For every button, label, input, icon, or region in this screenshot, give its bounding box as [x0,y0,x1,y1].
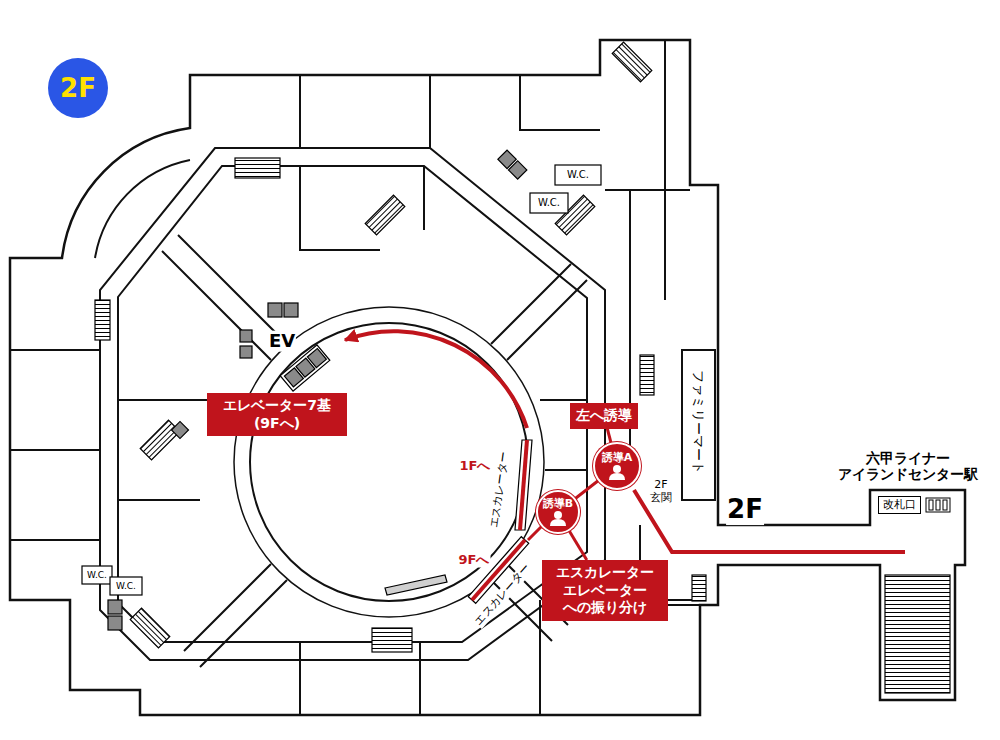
node-text: 左へ誘導 [576,407,632,425]
person-icon [613,465,621,473]
stairs [95,300,110,340]
stairs [140,420,180,460]
guide-connector [569,531,587,560]
stairs [640,355,654,395]
stairs [95,42,950,693]
building-wall [300,75,600,250]
elevator-symbol [508,161,526,179]
node-text: エスカレーター エレベーター への振り分け [548,564,662,617]
elevator-symbol [284,303,298,317]
elevator-label: EV [268,331,296,352]
escalator-label: エスカレーター [488,450,512,530]
building-wall [10,350,100,540]
elevator-symbol [498,150,527,179]
guide-connector [575,481,598,499]
node-text: 誘導B [543,498,573,510]
toilet-room [555,165,601,185]
elevator-symbol [108,600,122,614]
gate-box: 改札口 [878,496,921,514]
stairs [885,575,950,693]
person-icon [554,511,562,519]
toilet-room [82,165,601,595]
ticket-gate [926,498,950,512]
node-text: 改札口 [883,498,916,512]
escalator [515,440,532,530]
ticket-gate [926,498,950,512]
building-wall [250,323,528,601]
building-wall [234,307,544,617]
toilet-room [530,193,568,213]
guide-route [520,440,527,530]
elevator-symbol [172,422,189,439]
guide-route [528,526,542,540]
elevator-symbol [240,346,252,358]
toilet-room [82,566,112,584]
escalator-label: エスカレーター [472,561,534,629]
guide-route [345,331,527,428]
node-text: 誘導A [602,452,633,464]
room-label: W.C. [115,581,137,591]
building-wall [118,400,587,500]
elevator-symbol [108,150,527,630]
stairs [612,42,652,82]
building-wall [184,564,287,667]
building-wall [10,40,965,715]
building-wall [118,166,587,642]
ticket-gate [929,500,933,510]
building-wall [10,40,965,715]
building-wall [100,148,605,660]
guide-connector [607,429,611,443]
elevator-symbol [280,345,330,391]
entrance-label: 2F 玄関 [647,479,675,504]
person-icon [609,473,625,480]
guide-marker: 誘導A [593,442,641,490]
stairs [372,628,412,652]
stairs [692,575,706,601]
ticket-gate [936,500,940,510]
elevator-symbol [108,616,122,630]
callout-box: エスカレーター エレベーター への振り分け [542,560,668,621]
direction-label: 9Fへ [458,553,491,568]
direction-label: 1Fへ [459,459,492,474]
station-label: 六甲ライナー アイランドセンター駅 [832,450,984,482]
person-icon [550,519,566,526]
node-text: エレベーター7基 (9Fへ) [213,397,341,432]
elevator-symbol [268,303,282,317]
toilet-room [110,577,142,595]
room-label: W.C. [566,169,590,181]
callout-box: 左へ誘導 [570,403,638,429]
floor-badge: 2F [48,58,108,118]
callout-box: エレベーター7基 (9Fへ) [207,393,347,436]
stairs [365,195,405,235]
stairs [130,608,170,648]
room-label: W.C. [86,570,108,580]
building-wall [95,160,190,258]
store-label: ファミリーマート [691,369,706,475]
elevator-symbol [240,330,252,342]
escalator [385,575,447,595]
person-icon [607,464,627,480]
floor-label: 2F [726,495,764,525]
elevator-symbol [280,345,330,391]
guide-marker: 誘導B [536,490,580,534]
node-text: 2F [60,74,96,103]
room-label: W.C. [537,197,561,209]
building-wall [682,350,715,500]
building-wall [491,264,587,360]
ticket-gate [943,500,947,510]
person-icon [548,510,568,526]
elevator-symbol [307,348,326,367]
stairs [235,158,280,178]
